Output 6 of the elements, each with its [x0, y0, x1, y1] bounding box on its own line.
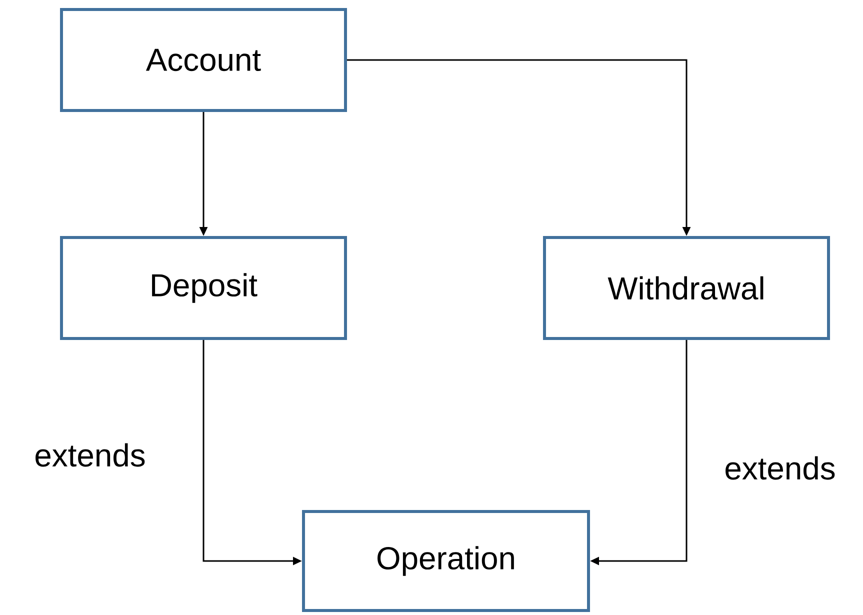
process-box: Operation	[302, 510, 590, 612]
edge-label: extends	[33, 442, 147, 468]
edge-label: extends	[723, 455, 837, 481]
process-box: Withdrawal	[543, 236, 830, 340]
process-box: Deposit	[60, 236, 347, 340]
process-box: Account	[60, 8, 347, 112]
